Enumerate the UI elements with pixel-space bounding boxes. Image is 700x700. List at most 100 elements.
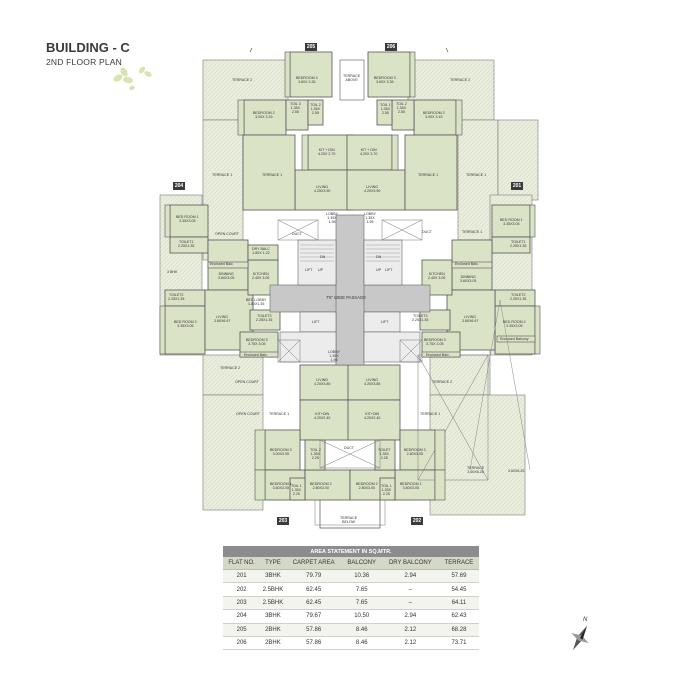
table-row: 201 3BHK 79.79 10.36 2.94 57.69 bbox=[223, 569, 479, 584]
label-toil1-206: TOIL 1 1.35X 2.55 bbox=[380, 103, 391, 116]
label-bed2-203: BEDROOM 2 2.80X3.00 bbox=[310, 482, 332, 491]
label-terrace2-206: TERRACE 2 bbox=[450, 78, 471, 82]
label-bedlobby-204: BED LOBBY 1.80X1.35 bbox=[246, 298, 267, 307]
cell: – bbox=[381, 596, 439, 611]
label-dining-201: DINNING 3.60X3.05 bbox=[460, 275, 477, 284]
label-lobby-left: LOBBY 1.35X 1.95 bbox=[326, 212, 338, 225]
label-terrace1-205: TERRACE 1 bbox=[262, 173, 283, 177]
label-lift-tr: LIFT bbox=[385, 268, 393, 272]
cell: 206 bbox=[223, 636, 261, 651]
compass-icon bbox=[571, 625, 589, 651]
cell: 57.69 bbox=[438, 569, 479, 584]
compass-north-label: N bbox=[583, 617, 588, 623]
cell: – bbox=[381, 582, 439, 597]
flat-tag-205: 205 bbox=[305, 43, 317, 51]
cell: 8.46 bbox=[341, 623, 382, 637]
flat-tag-201: 201 bbox=[511, 182, 523, 190]
label-terrace2-202: TERRACE 2 bbox=[432, 380, 453, 384]
cell: 205 bbox=[223, 623, 261, 637]
cell: 2.12 bbox=[381, 636, 439, 651]
label-enclosed-balc-201: Enclosed Balc. bbox=[455, 262, 479, 266]
table-header-row: FLAT NO. TYPE CARPET AREA BALCONY DRY BA… bbox=[223, 557, 479, 570]
label-up-r: UP bbox=[376, 268, 381, 272]
label-kit-206: KIT + DIN 4.20X 3.70 bbox=[360, 148, 378, 157]
table-row: 204 3BHK 79.67 10.50 2.94 62.43 bbox=[223, 609, 479, 624]
label-terrace1-203: TERRACE 1 bbox=[269, 412, 290, 416]
flat-tag-203: 203 bbox=[277, 517, 289, 525]
cell: 73.71 bbox=[438, 636, 479, 651]
cell: 2BHK bbox=[260, 636, 286, 651]
label-dn-r: DN bbox=[376, 255, 382, 259]
leaf-decoration-icon bbox=[113, 66, 152, 91]
label-bed2-201: BED ROOM 2 3.35X3.05 bbox=[503, 320, 526, 329]
cell: 2.5BHK bbox=[260, 582, 286, 597]
label-lobby-right: LOBBY 1.35X 1.95 bbox=[364, 212, 376, 225]
cell: 203 bbox=[223, 596, 261, 611]
label-terrace2-204: TERRACE 2 bbox=[220, 366, 241, 370]
col-header: DRY BALCONY bbox=[381, 557, 439, 570]
label-living-204: LIVING 3.60X6.97 bbox=[214, 315, 231, 324]
flat-tag-206: 206 bbox=[385, 43, 397, 51]
cell: 7.65 bbox=[341, 596, 382, 611]
label-bed1-202: BEDROOM 1 3.60X3.05 bbox=[400, 482, 422, 491]
label-toil1-203: TOIL 1 1.35X 2.25 bbox=[291, 484, 302, 497]
label-toil1-202: TOIL 1 1.35X 2.25 bbox=[381, 484, 392, 497]
cell: 62.43 bbox=[438, 609, 479, 624]
label-living-206: LIVING 4.20X3.90 bbox=[364, 185, 381, 194]
label-toil2-206: TOIL 2 1.35X 2.55 bbox=[396, 102, 407, 115]
label-bed3-205: BEDROOM 3 3.60X 3.35 bbox=[296, 76, 318, 85]
cell: 68.28 bbox=[438, 623, 479, 637]
label-bed3-202: BEDROOM 3 2.80X3.05 bbox=[404, 448, 426, 457]
label-terrace-above: TERRACE ABOVE bbox=[343, 74, 361, 83]
label-dn-l: DN bbox=[320, 255, 326, 259]
label-toilet1-204: TOILET1 2.25X1.35 bbox=[178, 240, 195, 249]
cell: 10.36 bbox=[341, 569, 382, 584]
label-toil3-205: TOIL 3 1.35X 2.55 bbox=[290, 102, 301, 115]
label-toil2-205: TOIL 2 1.35X 2.55 bbox=[310, 103, 321, 116]
cell: 54.45 bbox=[438, 582, 479, 597]
cell: 62.45 bbox=[285, 582, 342, 597]
label-kit-202: KIT+DIN 4.20X2.40 bbox=[364, 412, 381, 421]
label-terrace2-205: TERRACE 2 bbox=[232, 78, 253, 82]
table-row: 205 2BHK 57.86 8.46 2.12 68.28 bbox=[223, 623, 479, 637]
cell: 3BHK bbox=[260, 569, 286, 584]
cell: 62.45 bbox=[285, 596, 342, 611]
label-duct-bottom: DUCT bbox=[344, 446, 354, 450]
page-subtitle: 2ND FLOOR PLAN bbox=[46, 57, 123, 67]
label-terrace1-202: TERRACE 1 bbox=[420, 412, 441, 416]
table-row: 206 2BHK 57.86 8.46 2.12 73.71 bbox=[223, 636, 479, 651]
label-living-201: LIVING 3.60X6.97 bbox=[462, 315, 479, 324]
label-up-l: UP bbox=[318, 268, 323, 272]
label-enclosed-balc-204: Enclosed Balc. bbox=[210, 262, 234, 266]
label-3bhk: 3 BHK bbox=[167, 270, 178, 274]
cell: 204 bbox=[223, 609, 261, 624]
label-bed1-203: BEDROOM 1 3.60X3.05 bbox=[270, 482, 292, 491]
col-header: TYPE bbox=[260, 557, 286, 570]
label-terrace1-201: TERRACE 1 bbox=[462, 230, 483, 234]
cell: 10.50 bbox=[341, 609, 382, 624]
cell: 2.94 bbox=[381, 609, 439, 624]
label-terrace1-204-top: TERRACE 1 bbox=[212, 173, 233, 177]
label-living-202: LIVING 4.20X3.85 bbox=[364, 378, 381, 387]
label-opencourt-203a: OPEN COURT bbox=[235, 380, 259, 384]
cell: 64.11 bbox=[438, 596, 479, 611]
cell: 201 bbox=[223, 569, 261, 584]
label-bed3-206: BEDROOM 3 3.60X 3.35 bbox=[374, 76, 396, 85]
cell: 3BHK bbox=[260, 609, 286, 624]
label-toilet3-204: TOILET3 2.25X1.35 bbox=[256, 314, 273, 323]
label-opencourt-203b: OPEN COURT bbox=[236, 412, 260, 416]
label-bed3-201: BEDROOM 3 3.75X 3.05 bbox=[424, 338, 446, 347]
central-core bbox=[269, 214, 431, 366]
flat-tag-202: 202 bbox=[411, 517, 423, 525]
cell: 79.79 bbox=[285, 569, 342, 584]
label-opencourt-204: OPEN COURT bbox=[215, 232, 239, 236]
cell: 79.67 bbox=[285, 609, 342, 624]
label-kit-205: KIT + DIN 4.20X 2.70 bbox=[318, 148, 336, 157]
label-enclosed-balc-201b: Enclosed Balc. bbox=[426, 353, 450, 357]
label-toilet3-201: TOILET3 2.25X1.35 bbox=[412, 314, 429, 323]
label-toilet2-204: TOILET2 2.25X1.35 bbox=[168, 293, 185, 302]
page-title: BUILDING - C bbox=[46, 40, 130, 55]
label-bed1-201: BED ROOM 1 3.35X3.05 bbox=[500, 218, 523, 227]
label-terrace1-201-top: TERRACE 1 bbox=[466, 173, 487, 177]
